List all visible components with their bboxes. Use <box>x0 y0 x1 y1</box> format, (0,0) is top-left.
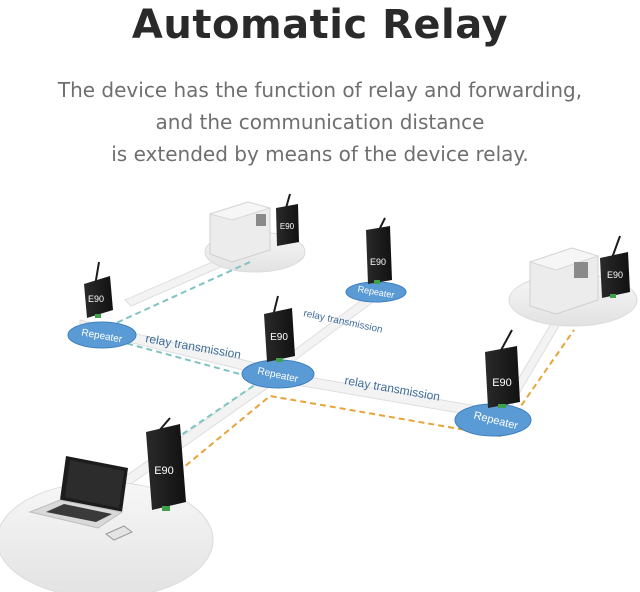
e90-top-model: E90 <box>280 222 295 231</box>
e90-midtop-model: E90 <box>370 257 386 267</box>
laptop-icon <box>28 456 128 529</box>
repeater-left: Repeater <box>67 321 137 349</box>
e90-device-far-right: E90 <box>600 235 630 298</box>
e90-device-center: E90 <box>264 295 295 362</box>
e90-device-laptop: E90 <box>146 417 186 511</box>
e90-device-top: E90 <box>276 193 299 246</box>
repeater-top: Repeater <box>345 281 407 303</box>
phone-icon <box>105 525 133 541</box>
e90-center-model: E90 <box>270 332 288 343</box>
e90-right-model: E90 <box>492 377 512 389</box>
subtitle-line-3: is extended by means of the device relay… <box>111 142 529 166</box>
e90-device-mid-top: E90 <box>366 217 392 284</box>
subtitle-line-2: and the communication distance <box>155 110 485 134</box>
repeater-right: Repeater <box>454 403 532 437</box>
industrial-machine-top <box>208 201 272 263</box>
link-label-top: relay transmission <box>302 308 383 336</box>
repeater-center: Repeater <box>241 359 315 389</box>
e90-device-left: E90 <box>84 261 113 318</box>
e90-laptop-model: E90 <box>154 465 174 477</box>
subtitle-line-1: The device has the function of relay and… <box>57 78 583 102</box>
page-title: Automatic Relay <box>131 2 509 48</box>
e90-device-right: E90 <box>485 329 520 408</box>
e90-left-model: E90 <box>88 294 104 304</box>
industrial-machine-right <box>528 247 600 315</box>
e90-farright-model: E90 <box>607 270 623 280</box>
